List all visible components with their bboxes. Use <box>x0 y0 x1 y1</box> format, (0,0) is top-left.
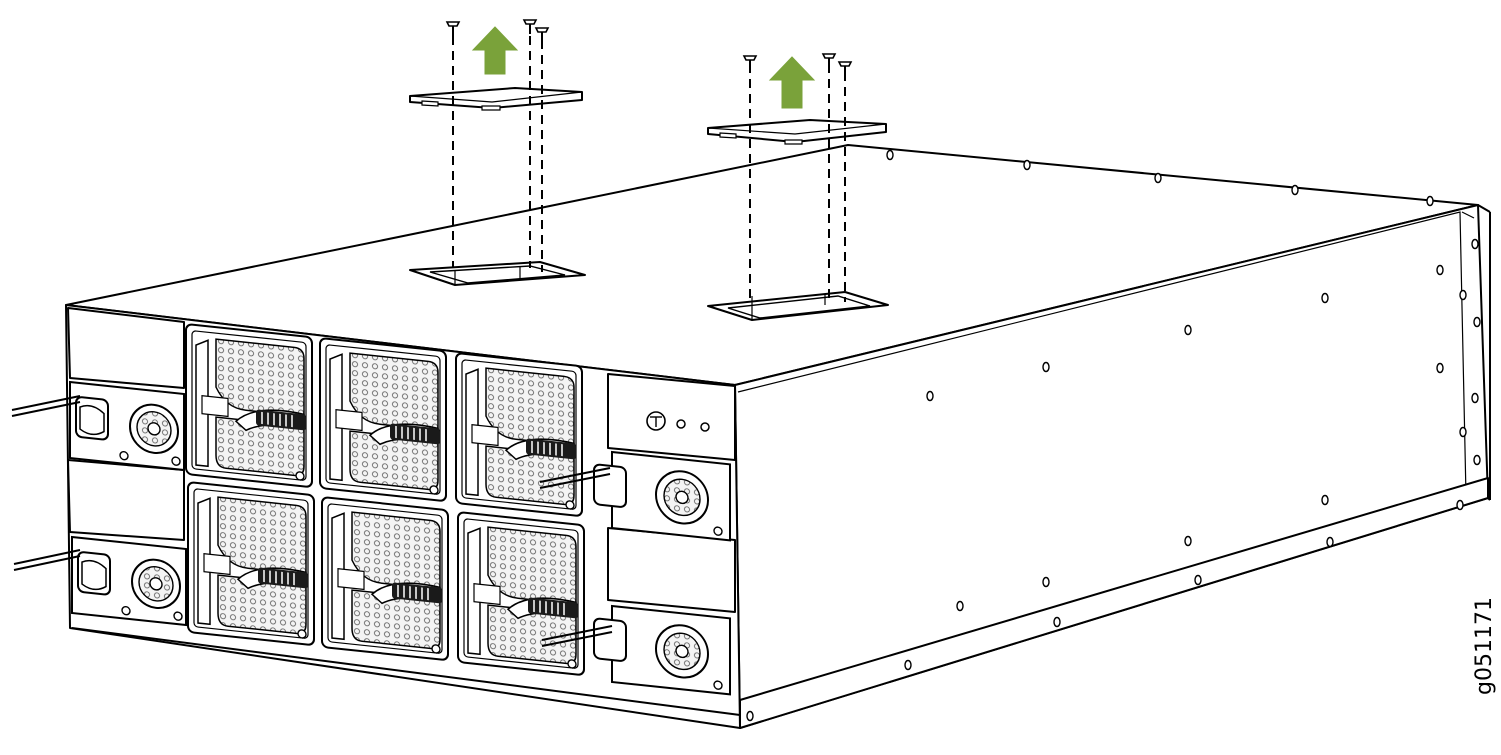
psu-right-bottom[interactable] <box>592 603 732 696</box>
front-modules <box>11 307 736 696</box>
alignment-guides <box>452 36 846 302</box>
fan-module-2[interactable] <box>318 336 448 503</box>
fan-module-3[interactable] <box>454 351 584 518</box>
psu-left-top[interactable] <box>68 380 186 471</box>
psu-left-bottom[interactable] <box>70 535 188 626</box>
status-leds <box>676 419 710 432</box>
fan-module-5[interactable] <box>320 495 450 662</box>
figure-id-label: g051171 <box>1472 597 1497 695</box>
ground-icon <box>646 411 666 431</box>
psu-right-top[interactable] <box>592 449 732 542</box>
psu-handles[interactable] <box>11 395 613 647</box>
fan-module-1[interactable] <box>184 322 314 489</box>
fan-module-4[interactable] <box>186 480 316 647</box>
cover-plate-right[interactable] <box>707 119 887 145</box>
cover-plate-left[interactable] <box>409 87 583 111</box>
top-opening-right <box>707 291 889 321</box>
lift-arrow-icon <box>471 26 816 109</box>
fan-module-6[interactable] <box>456 510 586 677</box>
